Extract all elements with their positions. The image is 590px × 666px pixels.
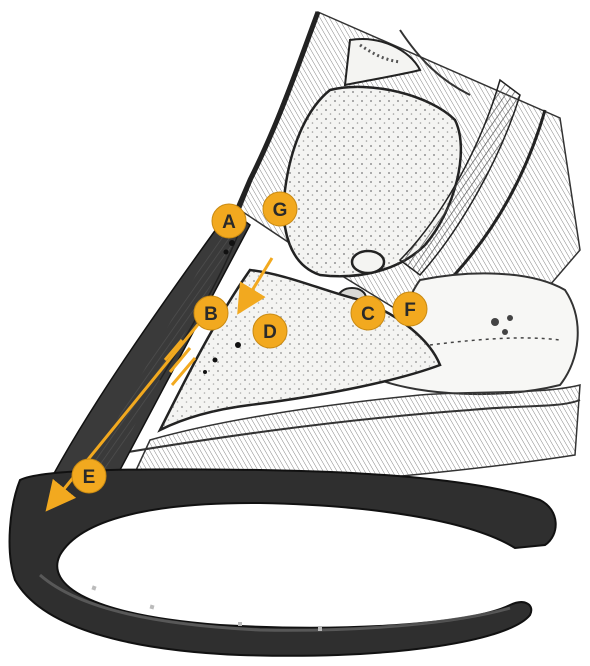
svg-text:D: D <box>263 322 277 343</box>
label-d: D <box>253 314 287 348</box>
svg-text:C: C <box>361 304 375 325</box>
label-f: F <box>393 292 427 326</box>
svg-text:A: A <box>222 212 236 233</box>
svg-text:E: E <box>83 467 96 488</box>
svg-text:G: G <box>273 200 288 221</box>
svg-text:B: B <box>204 304 218 325</box>
horseshoe <box>10 469 556 655</box>
label-e: E <box>72 459 106 493</box>
label-c: C <box>351 296 385 330</box>
svg-text:F: F <box>404 300 416 321</box>
label-a: A <box>212 204 246 238</box>
label-g: G <box>263 192 297 226</box>
label-b: B <box>194 296 228 330</box>
